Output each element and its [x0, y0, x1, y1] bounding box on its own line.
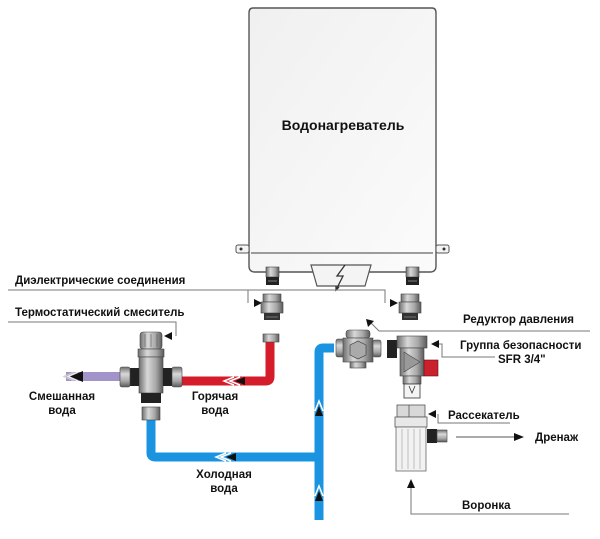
arrow-splitter — [428, 410, 436, 418]
safety-group-valve — [387, 335, 439, 399]
mixed-water-pipe — [66, 372, 120, 381]
labels: Диэлектрические соединения Термостатичес… — [15, 275, 581, 512]
label-mixed-water-2: вода — [48, 405, 76, 417]
pipes — [66, 342, 334, 520]
funnel-body — [395, 426, 427, 472]
safety-group-leader — [438, 343, 495, 358]
mount-hole-right — [442, 247, 446, 251]
heater-label: Водонагреватель — [282, 117, 405, 133]
label-mixed-water-1: Смешанная — [29, 391, 95, 403]
label-safety-group-2: SFR 3/4" — [498, 354, 546, 366]
arrow-dielectric-left — [254, 299, 262, 307]
label-hot-water-2: вода — [201, 405, 229, 417]
cold-flow-arrow-riser-lower — [314, 483, 324, 501]
dielectric-fitting-left — [260, 293, 284, 343]
label-hot-water-1: Горячая — [192, 391, 238, 403]
flow-arrows — [62, 371, 324, 501]
mount-hole-left — [239, 247, 243, 251]
heater-body — [248, 7, 437, 273]
splitter-leader — [437, 414, 510, 424]
label-dielectric: Диэлектрические соединения — [15, 275, 185, 287]
label-drain: Дренаж — [535, 432, 579, 444]
heater-outlet-right — [405, 266, 420, 285]
splitter-cap — [396, 404, 426, 418]
mixer-body — [138, 356, 164, 394]
label-cold-water-2: вода — [210, 483, 238, 495]
arrow-drain — [514, 433, 524, 441]
label-cold-water-1: Холодная — [196, 469, 252, 481]
arrow-dielectric-right — [390, 299, 398, 307]
arrow-safety-group — [431, 340, 439, 348]
mixed-flow-arrow — [62, 371, 83, 382]
pressure-reducer-leader — [370, 322, 590, 332]
label-thermo-mixer: Термостатический смеситель — [15, 307, 185, 319]
arrow-funnel — [407, 479, 415, 488]
hot-flow-arrow — [221, 376, 245, 386]
arrow-pressure-reducer — [366, 319, 374, 327]
label-funnel: Воронка — [462, 500, 511, 512]
cold-flow-arrow-horizontal — [213, 452, 236, 462]
water-heater: Водонагреватель — [235, 7, 450, 292]
dielectric-fitting-right — [398, 293, 422, 320]
arrow-thermo-mixer — [164, 332, 172, 340]
cold-water-pipe-riser — [314, 343, 334, 520]
cold-flow-arrow-riser-upper — [314, 398, 324, 416]
hot-water-pipe — [180, 342, 275, 386]
thermostatic-mixer — [119, 331, 183, 421]
heater-outlet-left — [265, 266, 280, 285]
drain-outlet — [427, 429, 437, 443]
funnel-leader — [410, 488, 569, 515]
dielectric-leader — [8, 289, 386, 303]
thermo-mixer-leader — [8, 321, 177, 336]
label-safety-group-1: Группа безопасности — [460, 340, 581, 352]
drain-funnel — [394, 404, 448, 472]
pressure-reducer-valve — [335, 329, 382, 369]
cold-water-pipe-mixer — [146, 420, 319, 462]
leader-lines — [8, 289, 590, 515]
label-splitter: Рассекатель — [448, 410, 520, 422]
label-pressure-reducer: Редуктор давления — [463, 314, 574, 326]
